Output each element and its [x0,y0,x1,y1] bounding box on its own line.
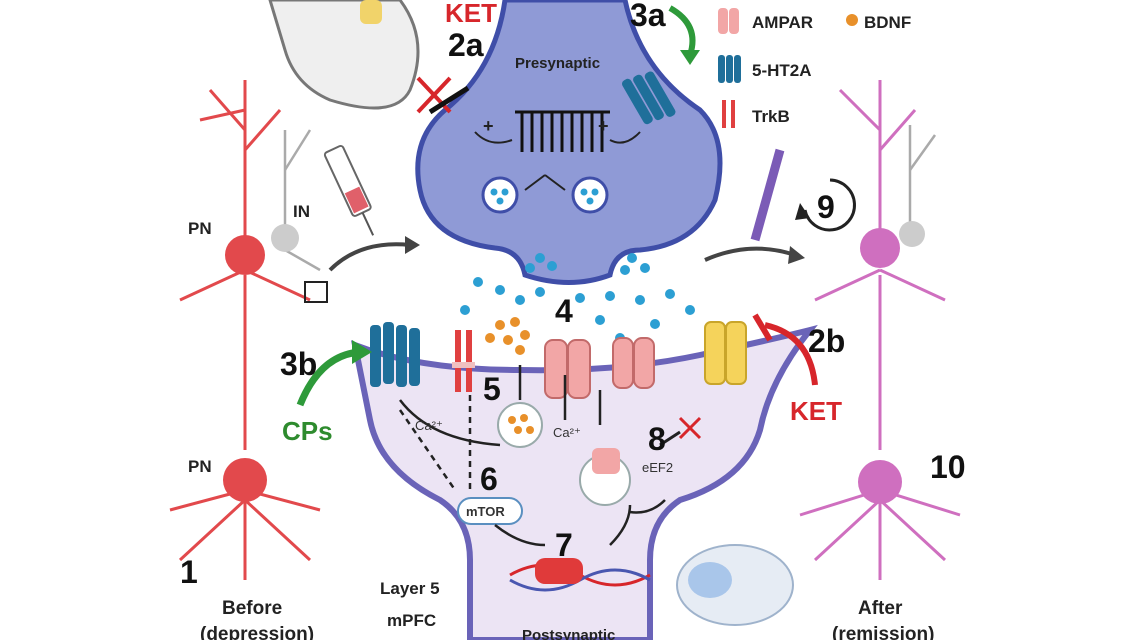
label-eef2: eEF2 [642,460,673,475]
presyn-arrow-right [609,131,641,144]
syringe-icon [323,144,375,236]
pathway-arrows [398,365,666,547]
green-arrow-3a [668,5,696,56]
trkb-receptor [452,330,475,392]
legend-bdnf-icon [846,14,858,26]
label-before-sub: (depression) [200,624,314,640]
label-mpfc: mPFC [387,611,436,630]
label-in: IN [293,202,310,221]
label-step-5: 5 [483,371,501,407]
label-step-7: 7 [555,527,573,563]
label-plus-left: + [483,116,494,136]
label-ket-right: KET [790,396,842,426]
zoom-box [304,281,328,303]
label-step-4: 4 [555,293,573,329]
soma-after-upper [860,228,900,268]
arrow-to-after [704,246,796,262]
label-plus-right: + [598,116,609,136]
bdnf-cluster [485,317,530,355]
presyn-arrow-left [474,131,513,144]
dendrite-segment [750,148,785,242]
label-step-8: 8 [648,421,666,457]
legend-ampar-label: AMPAR [752,13,813,32]
neuron-pn-lower [169,488,321,580]
bdnf-vesicle [497,402,543,448]
mtor-pill [457,497,523,525]
label-step-10: 10 [930,449,966,485]
label-cps: CPs [282,416,333,446]
legend-trkb-icon [722,100,735,128]
neuron-pn-after-upper [814,80,946,450]
cycle-arrow-9 [803,178,856,232]
soma-pn-upper [225,235,265,275]
soma-after-lower [858,460,902,504]
interneuron-right [908,125,937,230]
legend-trkb-label: TrkB [752,107,790,126]
label-ca-mid: Ca²⁺ [553,425,581,440]
legend-bdnf-label: BDNF [864,13,911,32]
label-pn-lower: PN [188,457,212,476]
label-step-3a: 3a [630,0,666,33]
label-step-1: 1 [180,554,198,590]
gene-box [535,558,583,584]
label-step-6: 6 [480,461,498,497]
ion-channels [515,110,610,152]
vesicle-left [481,176,519,214]
legend-ampar-icon [718,8,739,34]
ampar-receptor-center [544,339,591,399]
legend-ht2a-label: 5-HT2A [752,61,812,80]
interneuron-left [283,129,321,272]
label-step-3b: 3b [280,346,317,382]
label-step-9: 9 [817,189,835,225]
label-step-2b: 2b [808,323,845,359]
ket-block-2b [764,322,818,386]
arrow-to-synapse [328,242,411,272]
soma-interneuron-right [899,221,925,247]
label-step-2a: 2a [448,27,484,63]
label-postsynaptic: Postsynaptic [522,627,615,640]
ampar-receptor-right [612,337,655,389]
small-receptor-icon [360,0,382,24]
label-layer5: Layer 5 [380,579,440,598]
label-ca-left: Ca²⁺ [415,418,443,433]
interneuron-terminal-shape [268,0,420,110]
label-before: Before [222,598,282,619]
ht2a-receptor-left [370,322,420,387]
eef2-inhibit-mark [678,416,702,440]
label-after: After [858,598,903,619]
soma-pn-lower [223,458,267,502]
vesicle-fork-arrow [524,174,566,191]
label-pn-upper: PN [188,219,212,238]
ht2a-receptor-presyn [622,71,676,125]
soma-interneuron-left [271,224,299,252]
ket-block-2a [416,76,470,115]
label-presynaptic: Presynaptic [515,55,600,72]
vesicle-right [571,176,609,214]
label-ket-top: KET [445,0,497,28]
neuron-pn-upper [179,80,311,450]
label-after-sub: (remission) [832,624,934,640]
nmda-receptor [704,321,747,385]
label-mtor: mTOR [466,504,505,519]
legend-ht2a-icon [718,55,741,83]
